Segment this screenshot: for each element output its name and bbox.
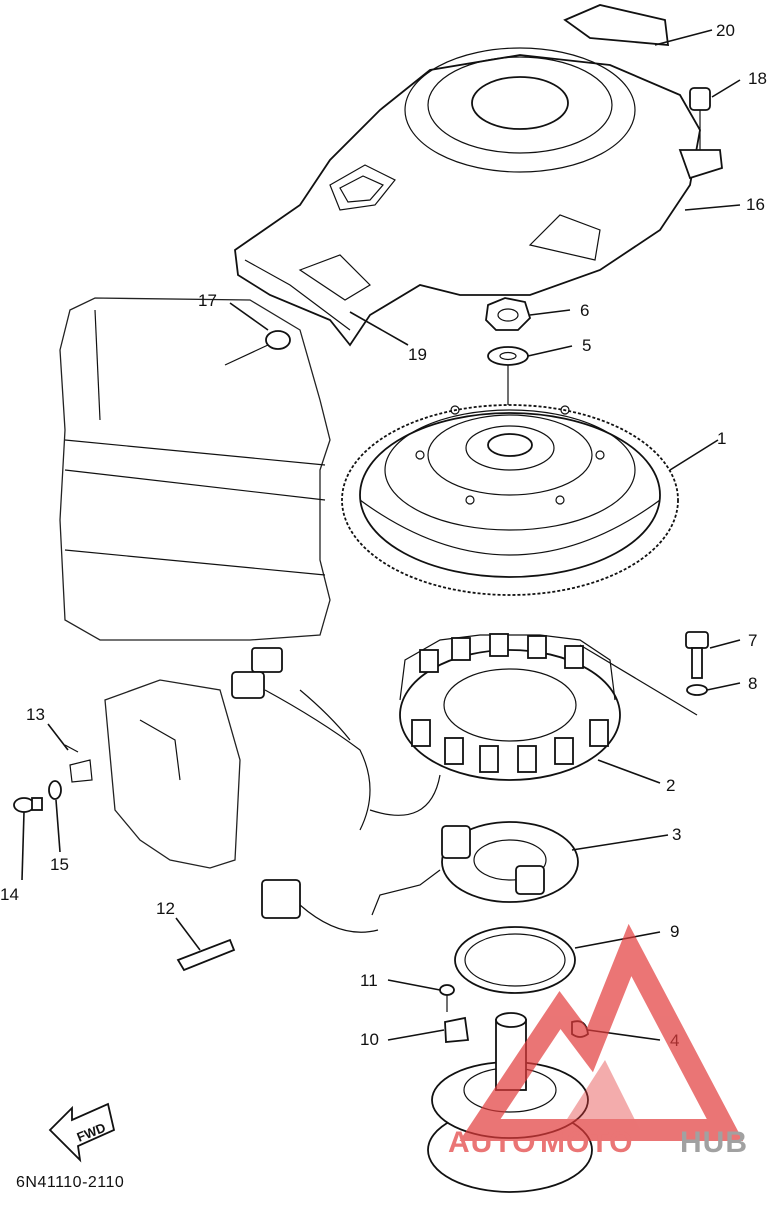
watermark-logo-icon xyxy=(459,923,744,1141)
callout-19: 19 xyxy=(408,345,427,364)
stator-assembly xyxy=(369,633,621,816)
watermark-brand-hub: HUB xyxy=(680,1126,748,1159)
link-plate-12 xyxy=(176,938,236,972)
callout-13: 13 xyxy=(26,705,45,724)
screw-11 xyxy=(439,984,455,1012)
watermark-brand-moto: MOTO xyxy=(540,1126,633,1159)
callout-14: 14 xyxy=(0,885,19,904)
flywheel-cover xyxy=(234,4,723,347)
spring-clip-17 xyxy=(224,330,291,366)
grommet-18 xyxy=(689,87,711,150)
callout-7: 7 xyxy=(748,631,757,650)
bolt-14 xyxy=(13,797,43,813)
callout-1: 1 xyxy=(717,429,726,448)
automotohub-watermark: AUTO MOTO HUB xyxy=(448,923,748,1159)
callout-2: 2 xyxy=(666,776,675,795)
callout-18: 18 xyxy=(748,69,767,88)
callout-12: 12 xyxy=(156,899,175,918)
washer-8 xyxy=(686,684,708,696)
callout-10: 10 xyxy=(360,1030,379,1049)
callout-3: 3 xyxy=(672,825,681,844)
catalog-code: 6N41110-2110 xyxy=(16,1174,124,1191)
watermark-brand-auto: AUTO xyxy=(448,1126,536,1159)
bolt-7 xyxy=(685,631,709,679)
forward-direction-arrow: FWD xyxy=(48,1102,116,1163)
callout-15: 15 xyxy=(50,855,69,874)
callout-16: 16 xyxy=(746,195,765,214)
wire-harness xyxy=(231,647,371,831)
retainer-ring xyxy=(454,926,576,994)
flywheel xyxy=(341,404,679,596)
callout-17: 17 xyxy=(198,291,217,310)
washer-5 xyxy=(487,346,529,366)
callout-6: 6 xyxy=(580,301,589,320)
washer-15 xyxy=(48,780,62,800)
callout-9: 9 xyxy=(670,922,679,941)
bracket-assembly xyxy=(64,679,241,869)
clamp-10 xyxy=(444,1016,470,1043)
flywheel-nut xyxy=(485,297,532,331)
pulser-coil xyxy=(261,821,579,933)
engine-block-outline xyxy=(59,297,331,641)
callout-8: 8 xyxy=(748,674,757,693)
callout-11: 11 xyxy=(360,971,378,990)
callout-20: 20 xyxy=(716,21,735,40)
callout-leaders xyxy=(21,29,741,1041)
callout-5: 5 xyxy=(582,336,591,355)
